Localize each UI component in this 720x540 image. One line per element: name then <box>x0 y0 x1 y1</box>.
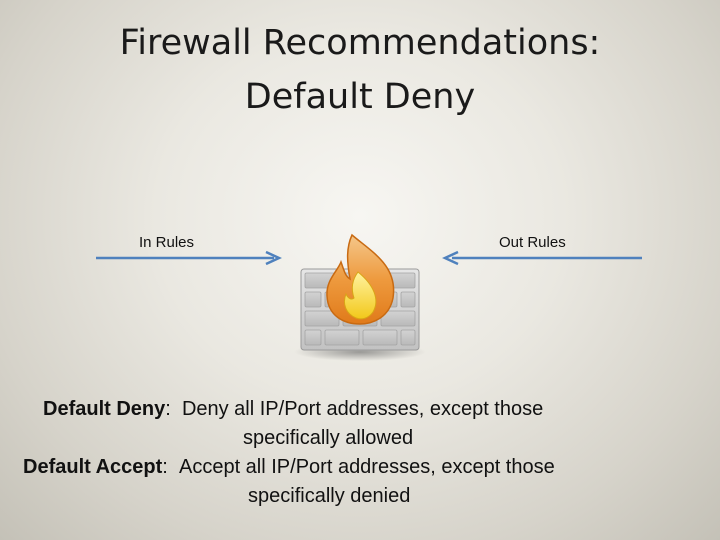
firewall-icon <box>294 233 426 361</box>
policy-default-deny: Default Deny: Deny all IP/Port addresses… <box>43 395 543 424</box>
policy-description: Accept all IP/Port addresses, except tho… <box>178 456 555 478</box>
policy-separator: : <box>162 456 168 478</box>
policy-separator: : <box>165 398 171 420</box>
policy-default-accept-continued: specifically denied <box>248 485 411 507</box>
policy-default-deny-continued: specifically allowed <box>243 427 414 449</box>
out-rules-arrow <box>442 250 642 266</box>
title-line-2: Default Deny <box>244 77 476 117</box>
slide-title: Firewall Recommendations: Default Deny <box>0 16 720 124</box>
policy-default-accept: Default Accept: Accept all IP/Port addre… <box>23 453 555 482</box>
policy-description: Deny all IP/Port addresses, except those <box>181 398 544 420</box>
in-rules-arrow <box>96 250 282 266</box>
policy-term: Default Accept <box>23 456 163 478</box>
in-rules-label: In Rules <box>139 234 195 251</box>
title-line-1: Firewall Recommendations: <box>119 23 601 63</box>
out-rules-label: Out Rules <box>499 234 566 251</box>
policy-term: Default Deny <box>43 398 166 420</box>
